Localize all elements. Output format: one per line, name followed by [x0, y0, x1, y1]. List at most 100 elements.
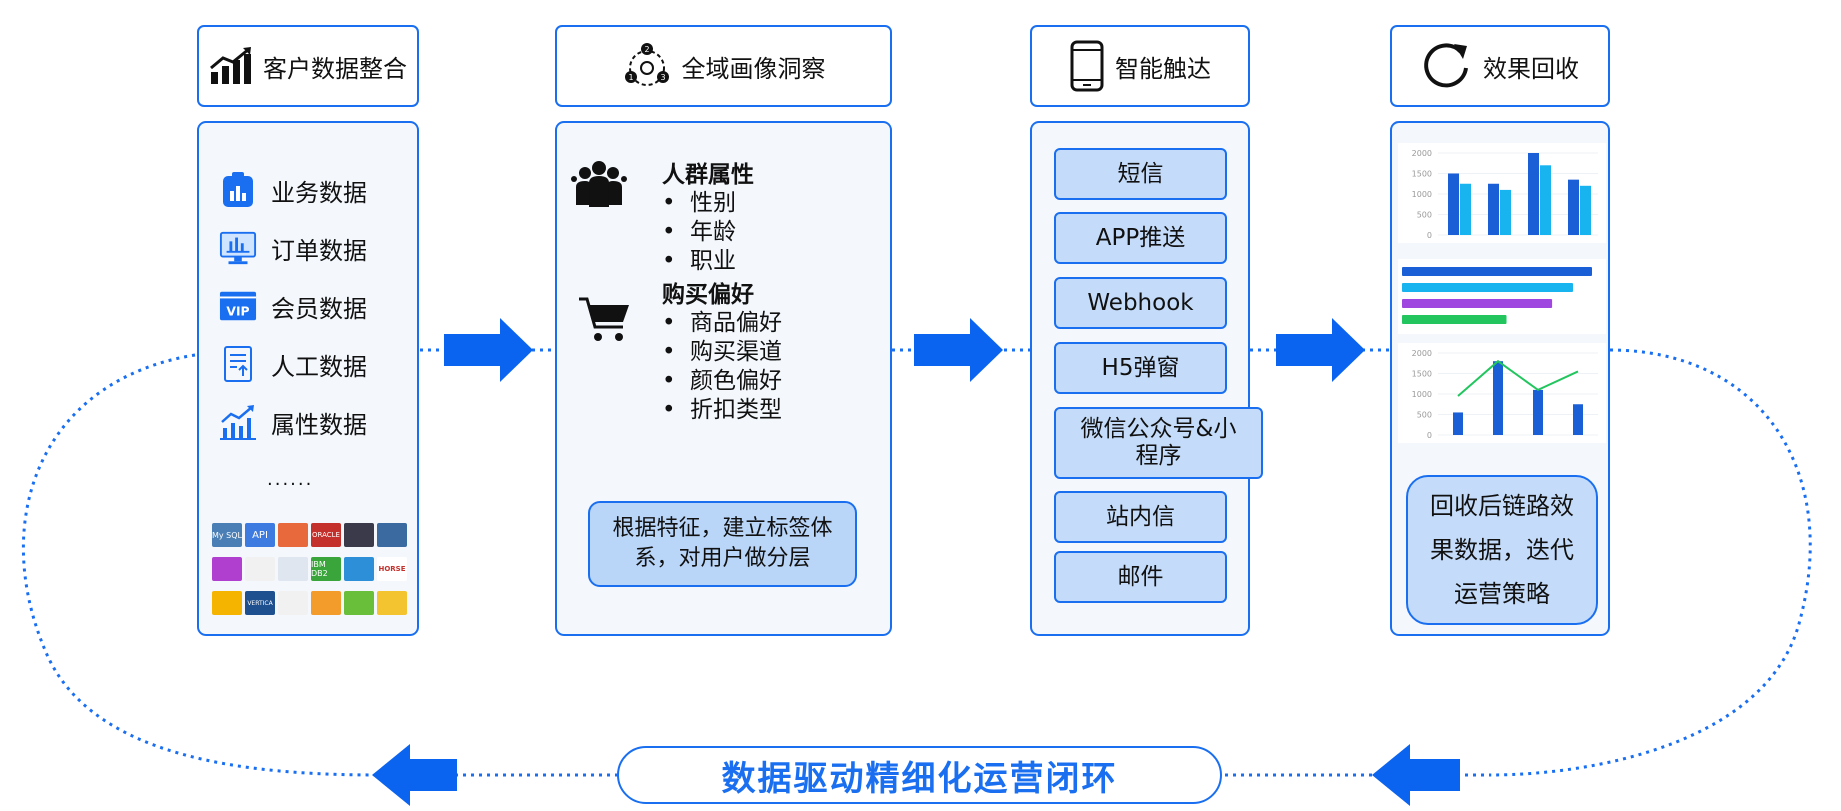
- channel-app-push: APP推送: [1054, 212, 1227, 264]
- logo-vertica: VERTICA: [245, 591, 275, 615]
- arrow-back-right-icon: [1372, 744, 1460, 806]
- y-tick-label: 500: [1417, 211, 1432, 220]
- clipboard-chart-icon: [219, 171, 257, 209]
- growth-chart-icon: [210, 47, 251, 84]
- y-tick-label: 1000: [1412, 390, 1432, 399]
- bar: [1533, 389, 1543, 435]
- bar: [1568, 179, 1579, 235]
- step-3-label: 3: [660, 73, 665, 82]
- y-tick-label: 1500: [1412, 370, 1432, 379]
- logo-horse: HORSE: [377, 557, 407, 581]
- trend-chart-icon: [219, 403, 257, 441]
- list-item: •折扣类型: [662, 397, 782, 423]
- arrow-1-icon: [444, 318, 533, 382]
- profile-insight-panel: 人群属性 •性别 •年龄 •职业 购买偏好 •商品偏好 •购买渠道 •颜色偏好 …: [555, 121, 892, 636]
- vip-card-icon: VIP: [219, 287, 257, 325]
- insight-cycle-icon: 2 1 3: [624, 43, 669, 86]
- source-label: 人工数据: [271, 352, 367, 381]
- logo-database-7: [212, 557, 242, 581]
- crowd-attributes-title: 人群属性: [662, 162, 754, 188]
- y-tick-label: 2000: [1412, 149, 1432, 158]
- list-item: •商品偏好: [662, 310, 782, 336]
- reach-channels-panel: 短信 APP推送 Webhook H5弹窗 微信公众号&小程序 站内信 邮件: [1030, 121, 1263, 636]
- source-item-attributes: 属性数据: [219, 403, 367, 441]
- bar: [1580, 185, 1591, 235]
- stage-title: 客户数据整合: [263, 54, 407, 83]
- logo-database-11: [344, 557, 374, 581]
- hbar: [1402, 299, 1553, 308]
- logo-database-6: [377, 523, 407, 547]
- refresh-icon: [1424, 43, 1468, 88]
- source-item-members: VIP 会员数据: [219, 287, 367, 325]
- logo-mysql: My SQL: [212, 523, 242, 547]
- bar: [1453, 412, 1463, 435]
- logo-database-5: [344, 523, 374, 547]
- horizontal-bar-chart: [1398, 259, 1606, 334]
- source-label: 会员数据: [271, 294, 367, 323]
- channel-sms: 短信: [1054, 148, 1227, 200]
- channel-site-message: 站内信: [1054, 491, 1227, 543]
- bar: [1528, 153, 1539, 235]
- step-1-label: 1: [628, 73, 633, 82]
- bar: [1540, 165, 1551, 235]
- source-item-business: 业务数据: [219, 171, 367, 209]
- channel-h5-popup: H5弹窗: [1054, 342, 1227, 394]
- shopping-cart-icon: [579, 297, 629, 341]
- more-sources-ellipsis: ......: [267, 469, 314, 490]
- purchase-preference-list: •商品偏好 •购买渠道 •颜色偏好 •折扣类型: [662, 309, 782, 425]
- channel-webhook: Webhook: [1054, 277, 1227, 329]
- list-item: •年龄: [662, 219, 736, 245]
- channel-wechat: 微信公众号&小程序: [1054, 407, 1263, 479]
- list-item: •购买渠道: [662, 339, 782, 365]
- tagging-system-note: 根据特征，建立标签体系，对用户做分层: [588, 501, 857, 587]
- list-item: •性别: [662, 190, 736, 216]
- source-item-manual: 人工数据: [219, 345, 367, 383]
- logo-ibm-db2: IBM DB2: [311, 557, 341, 581]
- bar: [1573, 404, 1583, 435]
- step-2-label: 2: [644, 45, 649, 54]
- source-label: 属性数据: [271, 410, 367, 439]
- logo-database-16: [311, 591, 341, 615]
- hbar: [1402, 267, 1592, 276]
- logo-database-17: [344, 591, 374, 615]
- arrow-back-left-icon: [372, 744, 457, 806]
- source-label: 订单数据: [271, 236, 367, 265]
- y-tick-label: 1000: [1412, 190, 1432, 199]
- source-label: 业务数据: [271, 178, 367, 207]
- purchase-preference-title: 购买偏好: [662, 282, 754, 308]
- logo-database-8: [245, 557, 275, 581]
- y-tick-label: 2000: [1412, 349, 1432, 358]
- bar: [1460, 183, 1471, 235]
- data-sources-panel: 业务数据 订单数据 VIP 会员数据 人工数据 属性数据 ...... My S…: [197, 121, 419, 636]
- monitor-chart-icon: [219, 229, 257, 267]
- stage-title: 效果回收: [1483, 54, 1579, 83]
- bar: [1493, 361, 1503, 435]
- channel-email: 邮件: [1054, 551, 1227, 603]
- crowd-attributes-list: •性别 •年龄 •职业: [662, 189, 736, 276]
- y-tick-label: 500: [1417, 411, 1432, 420]
- stage-title: 智能触达: [1115, 54, 1211, 83]
- list-item: •颜色偏好: [662, 368, 782, 394]
- logo-database-13: [212, 591, 242, 615]
- recovery-note: 回收后链路效果数据，迭代运营策略: [1406, 475, 1598, 625]
- line-series: [1457, 359, 1579, 397]
- logo-database-3: [278, 523, 308, 547]
- source-item-orders: 订单数据: [219, 229, 367, 267]
- y-tick-label: 0: [1427, 431, 1432, 440]
- hbar: [1402, 283, 1573, 292]
- smartphone-icon: [1070, 40, 1104, 92]
- logo-grid: My SQL API ORACLE IBM DB2 HORSE VERTICA: [212, 523, 408, 623]
- logo-oracle: ORACLE: [311, 523, 341, 547]
- people-group-icon: [571, 161, 627, 207]
- arrow-3-icon: [1276, 318, 1365, 382]
- document-upload-icon: [219, 345, 257, 383]
- stage-header-result-recovery: 效果回收: [1390, 25, 1610, 107]
- logo-database-15: [278, 591, 308, 615]
- stage-header-smart-reach: 智能触达: [1030, 25, 1250, 107]
- logo-database-18: [377, 591, 407, 615]
- stage-header-data-integration: 客户数据整合: [197, 25, 419, 107]
- logo-api: API: [245, 523, 275, 547]
